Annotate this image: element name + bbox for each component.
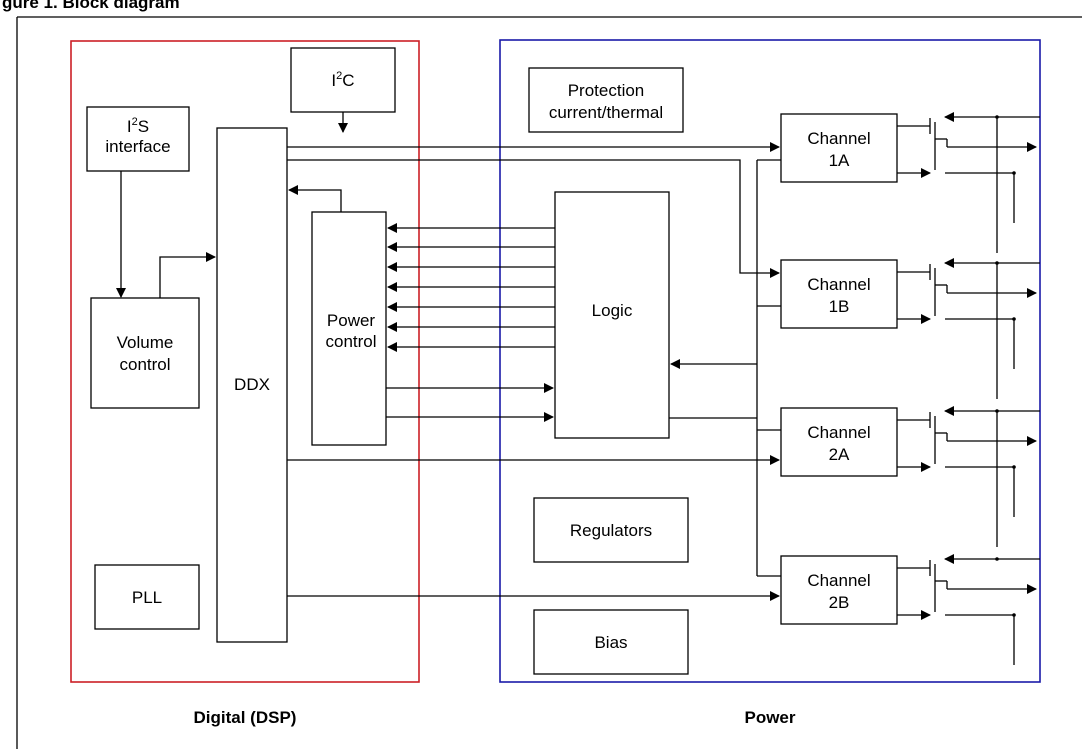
svg-text:1A: 1A bbox=[829, 151, 850, 170]
svg-text:I2C: I2C bbox=[331, 70, 354, 90]
power-region-box bbox=[499, 39, 1041, 683]
output-stages bbox=[897, 112, 1040, 665]
figure-title: gure 1. Block diagram bbox=[2, 0, 180, 12]
digital-region-label: Digital (DSP) bbox=[194, 708, 297, 727]
regulators-block: Regulators bbox=[533, 497, 689, 563]
channel-2a-block: Channel 2A bbox=[780, 407, 898, 477]
digital-region-box bbox=[70, 40, 420, 683]
svg-text:Volume: Volume bbox=[117, 333, 174, 352]
svg-text:Channel: Channel bbox=[807, 129, 870, 148]
svg-text:current/thermal: current/thermal bbox=[549, 103, 663, 122]
svg-text:control: control bbox=[325, 332, 376, 351]
outer-frame bbox=[16, 16, 1082, 749]
svg-text:Protection: Protection bbox=[568, 81, 645, 100]
power-region-label: Power bbox=[744, 708, 795, 727]
svg-text:I2S: I2S bbox=[127, 116, 149, 136]
svg-text:DDX: DDX bbox=[234, 375, 270, 394]
bias-block: Bias bbox=[533, 609, 689, 675]
digital-wires bbox=[116, 112, 348, 298]
volume-control-block: Volume control bbox=[90, 297, 200, 409]
svg-text:Channel: Channel bbox=[807, 275, 870, 294]
svg-text:Bias: Bias bbox=[594, 633, 627, 652]
pll-block: PLL bbox=[94, 564, 200, 630]
svg-text:2B: 2B bbox=[829, 593, 850, 612]
svg-text:PLL: PLL bbox=[132, 588, 162, 607]
i2c-block: I2C bbox=[290, 47, 396, 113]
svg-text:Regulators: Regulators bbox=[570, 521, 652, 540]
svg-text:Power: Power bbox=[327, 311, 376, 330]
output-stage bbox=[897, 112, 1040, 253]
ddx-channel-wires bbox=[287, 142, 780, 601]
svg-text:control: control bbox=[119, 355, 170, 374]
channel-1b-block: Channel 1B bbox=[780, 259, 898, 329]
ddx-block: DDX bbox=[216, 127, 288, 643]
i2s-interface-block: I2S interface bbox=[86, 106, 190, 172]
logic-block: Logic bbox=[554, 191, 670, 439]
svg-text:Channel: Channel bbox=[807, 571, 870, 590]
output-stage bbox=[897, 406, 1040, 547]
logic-powercontrol-bus bbox=[386, 223, 555, 422]
svg-text:Channel: Channel bbox=[807, 423, 870, 442]
svg-text:2A: 2A bbox=[829, 445, 850, 464]
power-control-block: Power control bbox=[311, 211, 387, 446]
protection-block: Protection current/thermal bbox=[528, 67, 684, 133]
output-stage bbox=[897, 258, 1040, 399]
svg-text:Logic: Logic bbox=[592, 301, 633, 320]
channel-1a-block: Channel 1A bbox=[780, 113, 898, 183]
channel-2b-block: Channel 2B bbox=[780, 555, 898, 625]
channel-feedback-wires bbox=[669, 159, 781, 577]
output-stage bbox=[897, 554, 1040, 665]
svg-text:interface: interface bbox=[105, 137, 170, 156]
svg-text:1B: 1B bbox=[829, 297, 850, 316]
